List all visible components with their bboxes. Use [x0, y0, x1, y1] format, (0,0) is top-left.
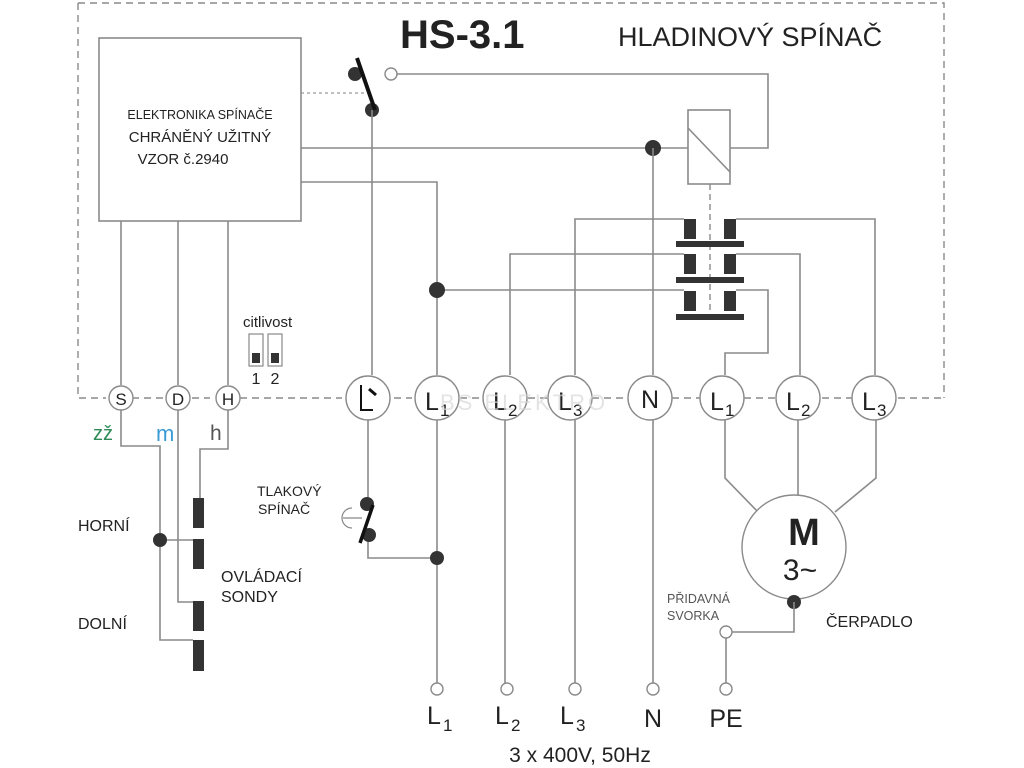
supply-n[interactable]: N: [644, 682, 662, 733]
probe-upper-label: HORNÍ: [78, 516, 130, 535]
wire-label-zz: zž: [93, 423, 113, 445]
svg-text:2: 2: [801, 401, 810, 420]
probe-electrodes: [193, 498, 204, 671]
svg-text:1: 1: [443, 716, 452, 735]
svg-text:L: L: [558, 388, 572, 416]
subtitle: HLADINOVÝ SPÍNAČ: [618, 21, 882, 52]
dip-switch-1-label: 1: [252, 371, 261, 388]
extra-terminal[interactable]: [719, 625, 733, 639]
terminal-l1-in[interactable]: L 1: [414, 375, 460, 421]
pump-label: ČERPADLO: [826, 612, 913, 631]
wire-label-h: h: [210, 422, 222, 445]
terminal-switch[interactable]: [345, 375, 391, 421]
wire-label-m: m: [156, 421, 174, 446]
electronics-label: ELEKTRONIKA SPÍNAČE: [127, 107, 272, 122]
protected-design-label: CHRÁNĚNÝ UŽITNÝ: [129, 129, 272, 146]
svg-text:L: L: [862, 388, 876, 416]
supply-l1[interactable]: L 1: [427, 682, 452, 735]
switch-lever: [355, 57, 377, 111]
terminal-n[interactable]: N: [627, 375, 673, 421]
svg-text:L: L: [786, 388, 800, 416]
svg-text:N: N: [644, 705, 662, 733]
sensitivity-label: citlivost: [243, 314, 293, 331]
switch-open-contact: [384, 67, 398, 81]
terminal-l2-out[interactable]: L 2: [775, 375, 821, 421]
svg-text:3: 3: [576, 716, 585, 735]
dip-switch-2-label: 2: [271, 371, 280, 388]
svg-text:PE: PE: [709, 705, 742, 733]
junction-dot: [429, 282, 445, 298]
supply-l3[interactable]: L 3: [560, 682, 585, 735]
svg-text:1: 1: [725, 401, 734, 420]
dip-switch-2[interactable]: [267, 333, 283, 367]
terminal-l3-out[interactable]: L 3: [851, 375, 897, 421]
svg-text:L: L: [427, 702, 441, 730]
junction-dot: [430, 551, 444, 565]
title: HS-3.1: [400, 13, 525, 57]
svg-text:1: 1: [440, 401, 449, 420]
probes-caption-1: OVLÁDACÍ: [221, 567, 302, 586]
terminal-l1-out[interactable]: L 1: [699, 375, 745, 421]
svg-text:3: 3: [877, 401, 886, 420]
design-number-label: VZOR č.2940: [138, 151, 229, 168]
svg-text:3~: 3~: [783, 554, 817, 587]
junction-dot: [153, 533, 167, 547]
svg-text:L: L: [425, 388, 439, 416]
svg-text:L: L: [495, 702, 509, 730]
extra-terminal-label-1: PŘIDAVNÁ: [667, 591, 731, 606]
terminal-d[interactable]: D: [165, 385, 191, 411]
supply-l2[interactable]: L 2: [495, 682, 520, 735]
extra-terminal-label-2: SVORKA: [667, 609, 720, 623]
svg-text:N: N: [641, 386, 659, 414]
pump-motor: M 3~: [741, 494, 847, 600]
relay-coil: [687, 109, 731, 185]
svg-text:2: 2: [511, 716, 520, 735]
enclosure-border: [78, 2, 945, 398]
electronics-box: [98, 37, 302, 222]
terminal-s[interactable]: S: [108, 385, 134, 411]
svg-text:H: H: [222, 390, 234, 409]
svg-text:2: 2: [508, 401, 517, 420]
enclosure-border-left: [77, 3, 106, 399]
pressure-switch-lever: [358, 504, 375, 544]
svg-text:S: S: [115, 390, 126, 409]
pressure-gauge-icon: [341, 507, 362, 529]
svg-text:3: 3: [573, 401, 582, 420]
pressure-switch-label-1: TLAKOVÝ: [257, 483, 322, 499]
probe-lower-label: DOLNÍ: [78, 614, 127, 633]
svg-text:L: L: [560, 702, 574, 730]
terminal-l3-in[interactable]: L 3: [547, 375, 593, 421]
contactor: [676, 219, 744, 320]
dip-switch-1[interactable]: [248, 333, 264, 367]
svg-text:M: M: [788, 512, 820, 554]
probes-caption-2: SONDY: [221, 589, 278, 606]
svg-text:L: L: [710, 388, 724, 416]
supply-pe[interactable]: PE: [709, 682, 743, 733]
watermark: BS ELEKTRO: [440, 390, 608, 415]
terminal-h[interactable]: H: [215, 385, 241, 411]
svg-text:L: L: [493, 388, 507, 416]
switch-contact: [348, 67, 362, 81]
pressure-switch-label-2: SPÍNAČ: [258, 501, 310, 517]
svg-text:D: D: [172, 390, 184, 409]
supply-spec: 3 x 400V, 50Hz: [509, 744, 651, 767]
